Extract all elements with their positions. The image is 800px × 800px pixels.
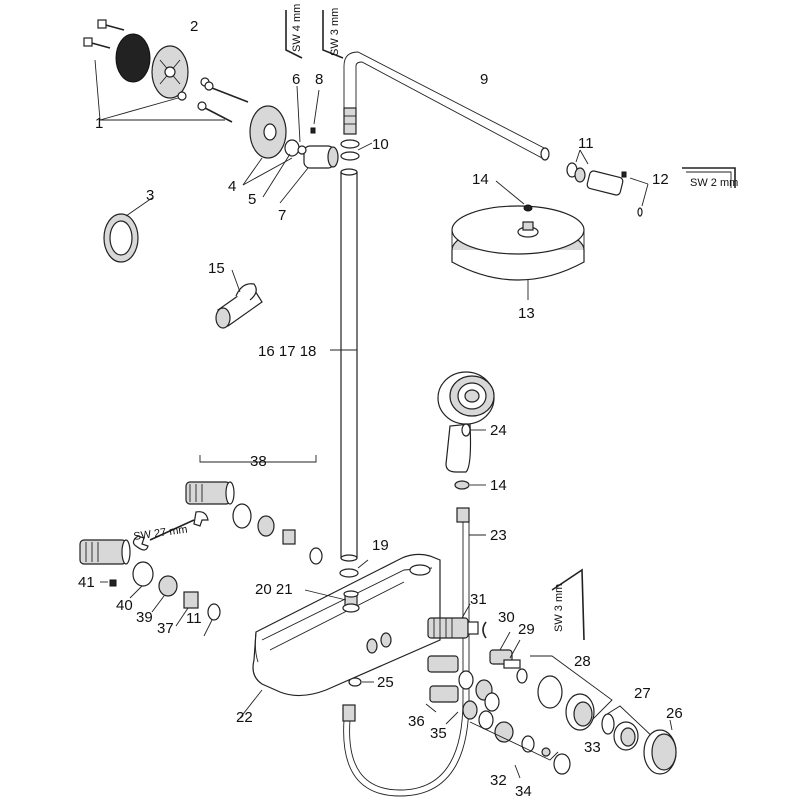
label-10: 10: [372, 136, 389, 153]
label-26: 26: [666, 705, 683, 722]
label-29: 29: [518, 621, 535, 638]
label-25: 25: [377, 674, 394, 691]
wall-plug-top: [83, 19, 125, 49]
label-sw3-bottom: SW 3 mm: [553, 584, 565, 632]
shut-off-valves: [425, 655, 571, 779]
wall-mount-parts: [83, 19, 339, 263]
wall-screws: [177, 77, 249, 123]
hex-key-sw4: [285, 10, 303, 59]
handle-set-28: [530, 655, 613, 731]
label-11: 11: [578, 135, 594, 152]
connection-seal: [132, 561, 154, 587]
label-28: 28: [574, 653, 591, 670]
body-connector: [304, 589, 360, 613]
connection-set-upper: [185, 455, 323, 565]
label-5: 5: [248, 191, 256, 208]
o-ring-19: [339, 568, 359, 578]
label-1: 1: [95, 115, 103, 132]
label-30: 30: [498, 609, 515, 626]
tool-labels: SW 4 mm SW 3 mm SW 2 mm SW 27 mm SW 3 mm: [133, 4, 739, 632]
label-33: 33: [584, 739, 601, 756]
label-38: 38: [250, 453, 267, 470]
label-9: 9: [480, 71, 488, 88]
hex-key-sw3-top: [322, 10, 344, 59]
label-35: 35: [430, 725, 447, 742]
label-14b: 14: [490, 477, 507, 494]
label-27: 27: [634, 685, 651, 702]
arm-connector: [566, 149, 649, 217]
label-6: 6: [292, 71, 300, 88]
hex-key-sw3-bottom: [551, 568, 585, 641]
label-3: 3: [146, 187, 154, 204]
o-ring-10a: [340, 139, 360, 149]
label-15: 15: [208, 260, 225, 277]
label-sw27: SW 27 mm: [133, 524, 189, 543]
connection-set-lower: [79, 539, 221, 637]
spindle-extension: [489, 631, 528, 684]
o-ring: [284, 139, 300, 157]
shower-arm: [343, 51, 550, 161]
label-19: 19: [372, 537, 389, 554]
label-20-21: 20 21: [255, 581, 293, 598]
label-14: 14: [472, 171, 489, 188]
label-40: 40: [116, 597, 133, 614]
handle-set-27: [601, 705, 657, 751]
riser-pipe: [340, 168, 358, 562]
label-34: 34: [515, 783, 532, 800]
hand-shower-holder: [215, 269, 263, 329]
thermostat-body: [239, 553, 441, 719]
label-41: 41: [78, 574, 95, 591]
label-13: 13: [518, 305, 535, 322]
label-16-17-18: 16 17 18: [258, 343, 316, 360]
hex-key-sw2: [682, 167, 736, 188]
filter-washer: [454, 480, 470, 490]
label-37: 37: [157, 620, 174, 637]
label-39: 39: [136, 609, 153, 626]
label-31: 31: [470, 591, 487, 608]
label-24: 24: [490, 422, 507, 439]
label-11b: 11: [186, 610, 202, 627]
label-22: 22: [236, 709, 253, 726]
label-23: 23: [490, 527, 507, 544]
thermostat-cartridge: [427, 603, 487, 639]
spanner-sw27: [132, 511, 209, 551]
label-32: 32: [490, 772, 507, 789]
label-7: 7: [278, 207, 286, 224]
hand-shower: [437, 371, 495, 473]
label-sw4: SW 4 mm: [291, 4, 303, 52]
label-sw3-top: SW 3 mm: [329, 8, 341, 56]
grub-screw: [310, 127, 316, 134]
hose-washer: [348, 677, 362, 687]
label-4: 4: [228, 178, 236, 195]
o-ring-10b: [340, 151, 360, 161]
part-labels: 1 2 3 4 5 6 8 7 9 10 11 12 13 14 15 16 1…: [78, 18, 683, 800]
wall-gasket: [115, 33, 151, 83]
label-12: 12: [652, 171, 669, 188]
label-36: 36: [408, 713, 425, 730]
shower-hose: [342, 507, 486, 797]
label-sw2: SW 2 mm: [690, 177, 738, 189]
label-2: 2: [190, 18, 198, 35]
label-8: 8: [315, 71, 323, 88]
overhead-shower: [451, 180, 585, 300]
handle-26: [643, 719, 677, 775]
